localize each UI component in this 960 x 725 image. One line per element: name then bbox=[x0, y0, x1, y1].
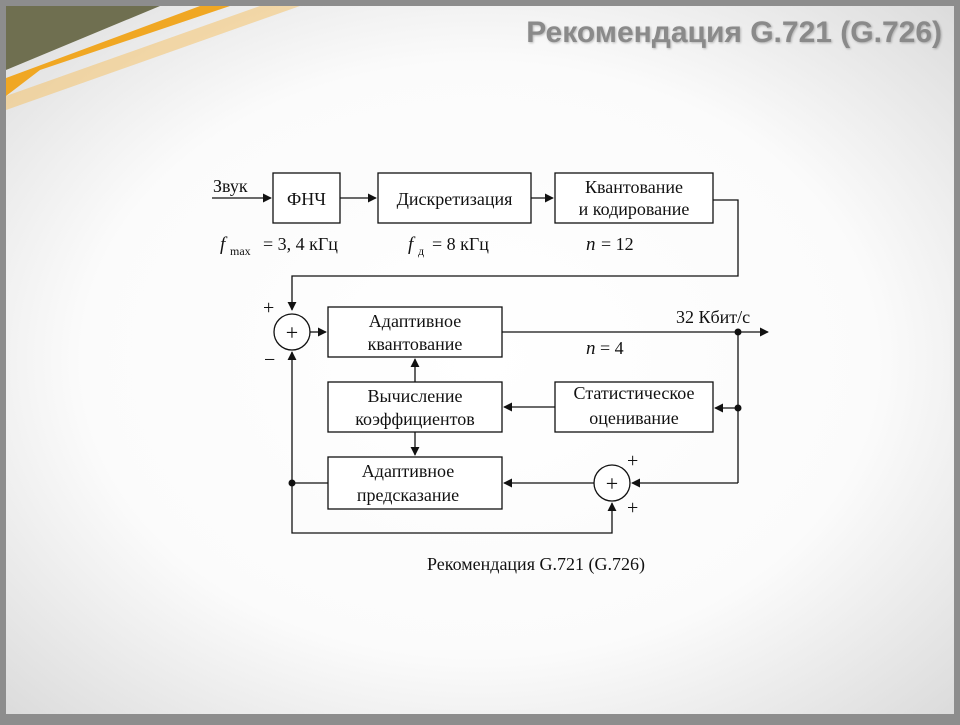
block-sampling: Дискретизация bbox=[377, 172, 532, 224]
adder-bottom-plus-bottom: + bbox=[627, 497, 638, 519]
block-adaptive-pred-line1: Адаптивное bbox=[362, 461, 454, 481]
param-fd-symbol: f bbox=[408, 234, 416, 255]
block-quant-coding-line2: и кодирование bbox=[579, 199, 690, 219]
block-coef-calc-line1: Вычисление bbox=[367, 386, 462, 406]
output-rate-label: 32 Кбит/с bbox=[676, 307, 750, 327]
block-quant-coding: Квантование и кодирование bbox=[554, 172, 714, 224]
block-quant-coding-line1: Квантование bbox=[585, 177, 683, 197]
param-n-adapt-symbol: n bbox=[586, 338, 596, 359]
adder-top-minus-sign: − bbox=[264, 349, 275, 371]
param-fmax-value: = 3, 4 кГц bbox=[263, 234, 338, 254]
diagram-caption: Рекомендация G.721 (G.726) bbox=[427, 554, 645, 575]
block-adaptive-quant-line2: квантование bbox=[368, 334, 463, 354]
block-stat-est-line1: Статистическое bbox=[574, 383, 695, 403]
block-lpf-label: ФНЧ bbox=[287, 189, 326, 209]
adder-top-symbol: + bbox=[286, 320, 298, 345]
block-sampling-label: Дискретизация bbox=[397, 189, 513, 209]
adder-top: + bbox=[273, 313, 311, 351]
param-fd-sub: д bbox=[418, 244, 424, 258]
param-n-adapt-value: = 4 bbox=[600, 338, 624, 358]
wire-pred-to-adder2 bbox=[291, 483, 617, 534]
block-adaptive-pred: Адаптивное предсказание bbox=[327, 456, 503, 510]
input-label: Звук bbox=[213, 176, 248, 196]
slide-background bbox=[6, 6, 954, 714]
block-adaptive-pred-line2: предсказание bbox=[357, 485, 459, 505]
adder-bottom-plus-top: + bbox=[627, 450, 638, 472]
block-coef-calc: Вычисление коэффициентов bbox=[327, 381, 503, 433]
adder-top-plus-sign: + bbox=[263, 297, 274, 319]
corner-decoration-dark bbox=[6, 6, 160, 70]
block-stat-est: Статистическое оценивание bbox=[554, 381, 714, 433]
param-fmax-symbol: f bbox=[220, 234, 228, 255]
block-coef-calc-line2: коэффициентов bbox=[355, 409, 475, 429]
wire-quant-to-adder bbox=[287, 199, 739, 311]
corner-decoration-light bbox=[6, 6, 300, 110]
block-stat-est-line2: оценивание bbox=[589, 408, 678, 428]
param-n-quant-symbol: n bbox=[586, 234, 596, 255]
param-fd-value: = 8 кГц bbox=[432, 234, 489, 254]
param-fmax-sub: max bbox=[230, 244, 251, 258]
param-n-quant-value: = 12 bbox=[601, 234, 634, 254]
block-lpf: ФНЧ bbox=[272, 172, 341, 224]
block-adaptive-quant: Адаптивное квантование bbox=[327, 306, 503, 358]
slide-title: Рекомендация G.721 (G.726) bbox=[526, 16, 942, 49]
block-adaptive-quant-line1: Адаптивное bbox=[369, 311, 461, 331]
adder-bottom: + bbox=[593, 464, 631, 502]
adder-bottom-symbol: + bbox=[606, 471, 618, 496]
